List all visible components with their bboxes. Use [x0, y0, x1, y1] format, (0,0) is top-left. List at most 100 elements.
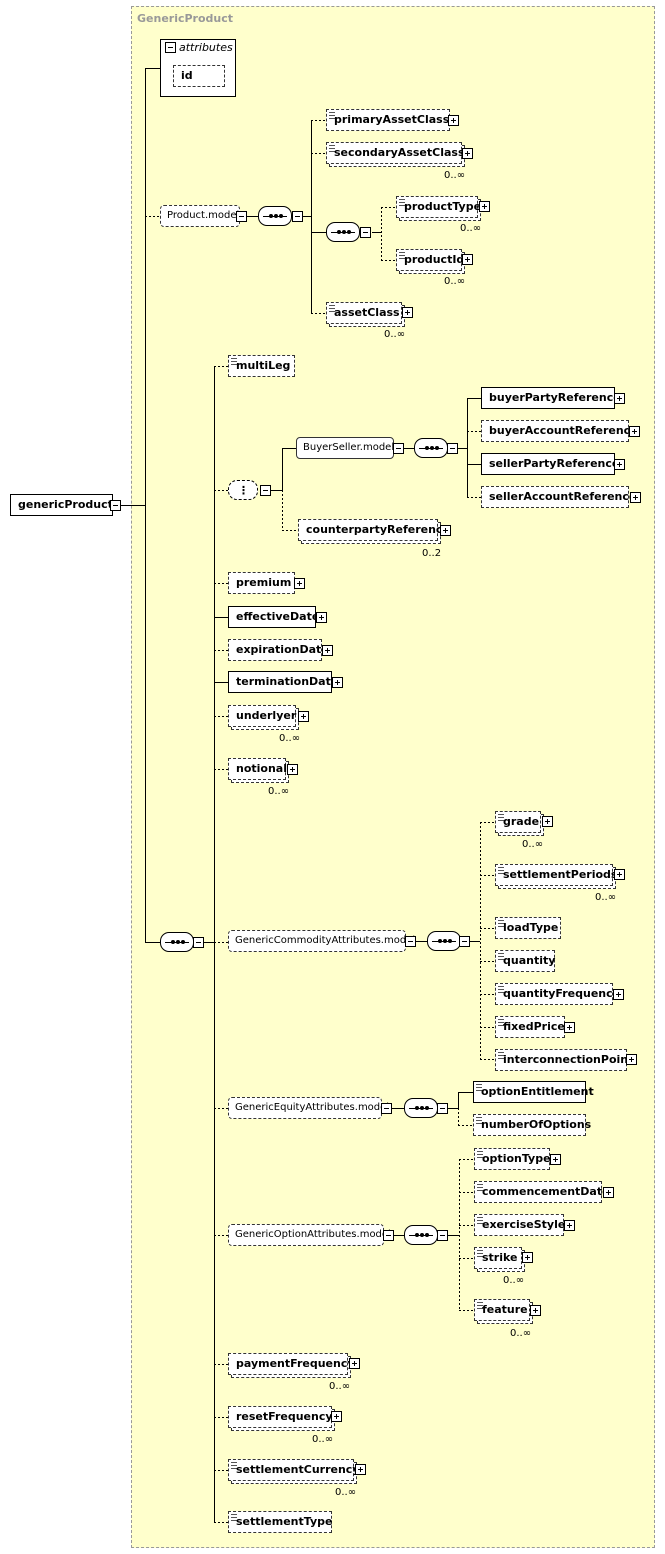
doc-icon [329, 145, 335, 152]
element-label: premium [236, 576, 292, 589]
expand-icon[interactable] [462, 148, 473, 159]
expand-icon[interactable] [462, 254, 473, 265]
cardinality: 0..∞ [329, 1381, 351, 1392]
doc-icon [498, 953, 504, 960]
expand-icon[interactable] [613, 989, 624, 1000]
collapse-icon[interactable] [193, 937, 204, 948]
group-buyer-seller-model[interactable]: BuyerSeller.model [296, 437, 394, 459]
doc-icon [231, 1514, 237, 1521]
element-label: assetClass [334, 306, 400, 319]
doc-icon [477, 1151, 483, 1158]
group-label: GenericEquityAttributes.model [235, 1102, 390, 1113]
collapse-icon[interactable] [437, 1103, 448, 1114]
collapse-icon[interactable] [447, 443, 458, 454]
attributes-label: attributes [179, 41, 233, 54]
element-label: counterpartyReference [306, 523, 450, 536]
group-product-model[interactable]: Product.model [160, 205, 240, 227]
element-label: loadType [503, 921, 559, 934]
expand-icon[interactable] [322, 645, 333, 656]
element-label: settlementCurrency [236, 1463, 360, 1476]
expand-icon[interactable] [614, 459, 625, 470]
doc-icon [498, 1019, 504, 1026]
element-label: numberOfOptions [481, 1118, 592, 1131]
expand-icon[interactable] [349, 1358, 360, 1369]
group-generic-commodity-attributes-model[interactable]: GenericCommodityAttributes.model [228, 930, 415, 952]
doc-icon [498, 814, 504, 821]
expand-icon[interactable] [355, 1464, 366, 1475]
collapse-icon[interactable] [381, 1103, 392, 1114]
group-generic-equity-attributes-model[interactable]: GenericEquityAttributes.model [228, 1097, 389, 1119]
collapse-icon[interactable] [383, 1230, 394, 1241]
attribute-id[interactable]: id [173, 65, 225, 87]
collapse-icon[interactable] [260, 485, 271, 496]
sequence-icon [258, 206, 292, 226]
sequence-icon [414, 438, 448, 458]
cardinality: 0..∞ [595, 892, 617, 903]
collapse-icon[interactable] [393, 443, 404, 454]
expand-icon[interactable] [614, 869, 625, 880]
expand-icon[interactable] [294, 578, 305, 589]
element-label: fixedPrice [503, 1020, 565, 1033]
element-label: paymentFrequency [236, 1357, 355, 1370]
doc-icon [477, 1217, 483, 1224]
expand-icon[interactable] [564, 1220, 575, 1231]
element-label: optionEntitlement [481, 1085, 594, 1098]
attribute-label: id [181, 69, 193, 82]
expand-icon[interactable] [530, 1305, 541, 1316]
cardinality: 0..∞ [268, 786, 290, 797]
element-label: sellerPartyReference [489, 457, 620, 470]
doc-icon [477, 1302, 483, 1309]
expand-icon[interactable] [564, 1022, 575, 1033]
collapse-icon[interactable] [459, 936, 470, 947]
expand-icon[interactable] [332, 677, 343, 688]
doc-icon [329, 112, 335, 119]
collapse-icon[interactable] [292, 211, 303, 222]
doc-icon [399, 252, 405, 259]
cardinality: 0..∞ [510, 1328, 532, 1339]
element-label: terminationDate [236, 675, 339, 688]
expand-icon[interactable] [287, 764, 298, 775]
expand-icon[interactable] [603, 1187, 614, 1198]
expand-icon[interactable] [614, 393, 625, 404]
group-label: BuyerSeller.model [303, 442, 395, 453]
sequence-icon [326, 222, 360, 242]
expand-icon[interactable] [402, 307, 413, 318]
sequence-icon [427, 931, 461, 951]
generic-product-panel [131, 6, 655, 1548]
collapse-icon[interactable] [165, 42, 176, 53]
element-label: interconnectionPoint [503, 1053, 634, 1066]
cardinality: 0..∞ [444, 276, 466, 287]
sequence-icon [404, 1225, 438, 1245]
collapse-icon[interactable] [110, 500, 121, 511]
expand-icon[interactable] [479, 201, 490, 212]
doc-icon [498, 1052, 504, 1059]
expand-icon[interactable] [298, 711, 309, 722]
cardinality: 0..∞ [460, 223, 482, 234]
group-label: GenericCommodityAttributes.model [235, 935, 416, 946]
cardinality: 0..∞ [444, 170, 466, 181]
expand-icon[interactable] [542, 816, 553, 827]
collapse-icon[interactable] [405, 936, 416, 947]
collapse-icon[interactable] [437, 1230, 448, 1241]
sequence-icon [404, 1098, 438, 1118]
element-label: secondaryAssetClass [334, 146, 465, 159]
expand-icon[interactable] [626, 1054, 637, 1065]
expand-icon[interactable] [448, 115, 459, 126]
collapse-icon[interactable] [236, 211, 247, 222]
expand-icon[interactable] [331, 1411, 342, 1422]
expand-icon[interactable] [629, 426, 640, 437]
expand-icon[interactable] [522, 1252, 533, 1263]
expand-icon[interactable] [550, 1154, 561, 1165]
element-label: notional [236, 762, 287, 775]
expand-icon[interactable] [316, 612, 327, 623]
group-generic-option-attributes-model[interactable]: GenericOptionAttributes.model [228, 1224, 391, 1246]
collapse-icon[interactable] [360, 227, 371, 238]
root-element-generic-product[interactable]: genericProduct [10, 494, 118, 516]
expand-icon[interactable] [440, 525, 451, 536]
expand-icon[interactable] [630, 492, 641, 503]
element-label: strike [482, 1251, 518, 1264]
group-label: GenericOptionAttributes.model [235, 1229, 391, 1240]
element-label: buyerAccountReference [489, 424, 638, 437]
cardinality: 0..∞ [335, 1487, 357, 1498]
